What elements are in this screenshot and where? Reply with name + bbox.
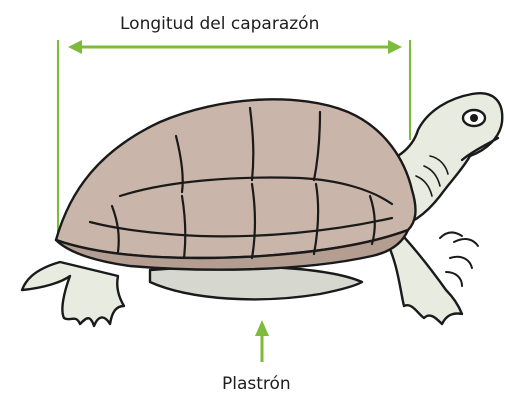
up-arrow xyxy=(255,320,269,336)
claw xyxy=(446,272,462,286)
claw xyxy=(440,233,462,239)
arrow-head-right xyxy=(388,40,402,54)
back-leg xyxy=(22,262,124,326)
claw xyxy=(454,239,478,246)
front-claws xyxy=(440,233,478,287)
pupil xyxy=(470,114,478,122)
claw xyxy=(450,257,472,268)
plastron-pointer xyxy=(255,320,269,362)
plastron-label: Plastrón xyxy=(222,374,291,394)
arrow-head-left xyxy=(68,40,82,54)
plastron-shape xyxy=(150,266,362,299)
shell-length-label: Longitud del caparazón xyxy=(120,14,319,34)
turtle-illustration xyxy=(22,93,502,326)
